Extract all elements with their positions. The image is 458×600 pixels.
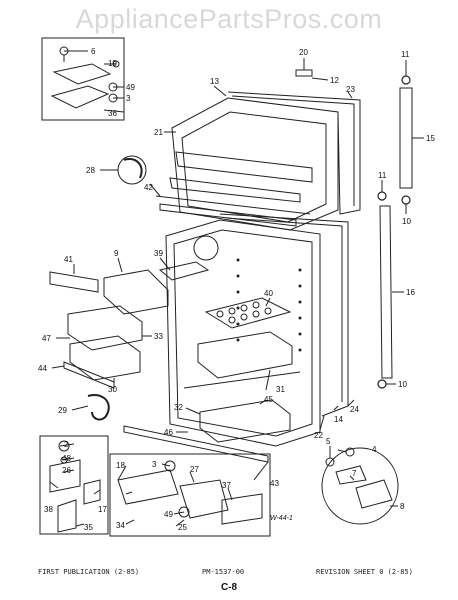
callout-label: 44	[38, 364, 47, 373]
callout-label: 17	[98, 505, 107, 514]
callout-label: 3	[152, 460, 157, 469]
egg-tray	[204, 297, 292, 329]
callout-label: 20	[299, 48, 308, 57]
callout-label: 9	[114, 249, 119, 258]
callout-label: 35	[84, 523, 93, 532]
label-strip	[49, 271, 99, 293]
cover-39	[158, 261, 210, 281]
callout-label: 43	[270, 479, 279, 488]
callout-label: 41	[64, 255, 73, 264]
callout-label: 33	[154, 332, 163, 341]
callout-label: 42	[144, 183, 153, 192]
inset-bracket-box	[109, 453, 271, 537]
handwritten-note: W-44-1	[270, 515, 293, 522]
callout-label: 25	[178, 523, 187, 532]
callout-label: 7	[352, 469, 357, 478]
callout-label: 49	[126, 83, 135, 92]
callout-label: 28	[86, 166, 95, 175]
footer-right: REVISION SHEET 0 (2-85)	[316, 568, 413, 576]
fresh-food-door-outer	[219, 213, 349, 417]
footer-center: PM-1537-00	[202, 568, 245, 576]
callout-label: 14	[334, 415, 343, 424]
callout-label: 3	[126, 94, 131, 103]
callout-label: 49	[164, 510, 173, 519]
callout-label: 24	[350, 405, 359, 414]
inset-hinge-box	[41, 37, 125, 121]
butter-compartment	[103, 269, 169, 315]
callout-label: 11	[378, 171, 387, 180]
callout-label: 36	[108, 109, 117, 118]
callout-label: 11	[401, 50, 410, 59]
callout-label: 46	[164, 428, 173, 437]
callout-label: 4	[372, 445, 377, 454]
callout-label: 39	[154, 249, 163, 258]
callout-label: 6	[91, 47, 96, 56]
bar-16	[379, 205, 393, 379]
callout-label: 45	[264, 395, 273, 404]
callout-label: 48	[62, 454, 71, 463]
callout-label: 19	[108, 59, 117, 68]
callout-label: 23	[346, 85, 355, 94]
inset-bottom-hinge-box	[39, 435, 109, 535]
inset-circle	[321, 447, 399, 525]
strip-42	[155, 195, 311, 215]
callout-label: 10	[398, 380, 407, 389]
callout-label: 37	[222, 481, 231, 490]
callout-label: 5	[326, 437, 331, 446]
callout-label: 15	[426, 134, 435, 143]
callout-label: 8	[400, 502, 405, 511]
callout-labels: 6 19 49 3 36 20 12 13 23 11 15 21 28 42 …	[38, 47, 435, 532]
freezer-door-outer	[227, 91, 361, 215]
callout-label: 22	[314, 431, 323, 440]
watermark: AppliancePartsPros.com	[75, 4, 383, 34]
footer-left: FIRST PUBLICATION (2-85)	[38, 568, 140, 576]
strip-46	[123, 425, 269, 463]
callout-label: 27	[190, 465, 199, 474]
callout-label: 34	[116, 521, 125, 530]
callout-label: 26	[62, 466, 71, 475]
callout-label: 47	[42, 334, 51, 343]
page-number: C-8	[220, 582, 238, 593]
callout-label: 40	[264, 289, 273, 298]
callout-label: 38	[44, 505, 53, 514]
callout-label: 13	[210, 77, 219, 86]
callout-label: 18	[116, 461, 125, 470]
fresh-food-door-liner	[165, 219, 321, 447]
callout-label: 31	[276, 385, 285, 394]
callout-label: 32	[174, 403, 183, 412]
callout-label: 12	[330, 76, 339, 85]
callout-label: 29	[58, 406, 67, 415]
callout-label: 2	[64, 440, 69, 449]
callout-label: 30	[108, 385, 117, 394]
bar-15	[399, 87, 413, 189]
callout-label: 21	[154, 128, 163, 137]
spring-29	[87, 394, 110, 421]
callout-label: 10	[402, 217, 411, 226]
callout-label: 16	[406, 288, 415, 297]
